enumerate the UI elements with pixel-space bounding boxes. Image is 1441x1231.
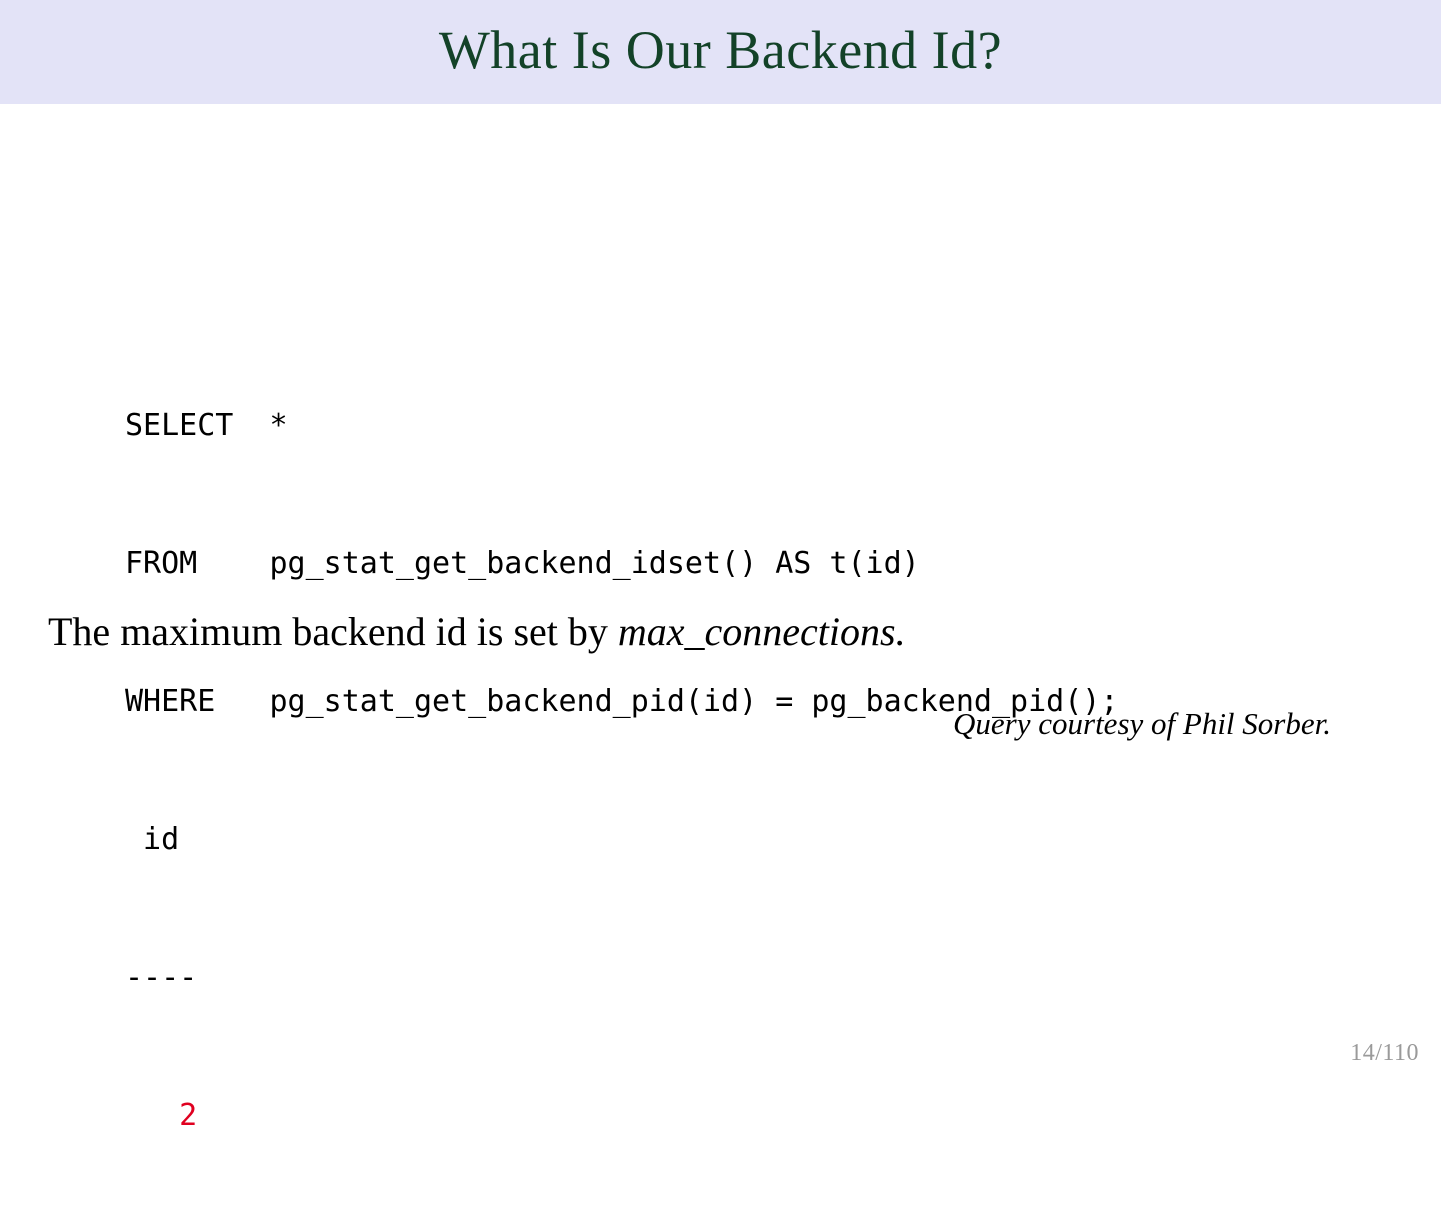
result-value: 2	[125, 1098, 198, 1133]
code-line-select: SELECT *	[125, 408, 288, 443]
code-line-from: FROM pg_stat_get_backend_idset() AS t(id…	[125, 546, 920, 581]
body-text-emphasis: max_connections.	[617, 609, 906, 654]
slide-content-area: SELECT * FROM pg_stat_get_backend_idset(…	[0, 104, 1441, 1133]
code-line-where: WHERE pg_stat_get_backend_pid(id) = pg_b…	[125, 684, 1119, 719]
result-column-header: id	[125, 822, 180, 857]
sql-query-block: SELECT * FROM pg_stat_get_backend_idset(…	[125, 311, 1118, 1231]
page-title: What Is Our Backend Id?	[438, 19, 1003, 80]
body-text-plain: The maximum backend id is set by	[48, 609, 618, 654]
page-number: 14/110	[1350, 1040, 1419, 1066]
body-paragraph: The maximum backend id is set by max_con…	[48, 608, 906, 656]
slide-header-band: What Is Our Backend Id?	[0, 0, 1441, 104]
result-separator: ----	[125, 960, 198, 995]
attribution-note: Query courtesy of Phil Sorber.	[953, 706, 1331, 741]
